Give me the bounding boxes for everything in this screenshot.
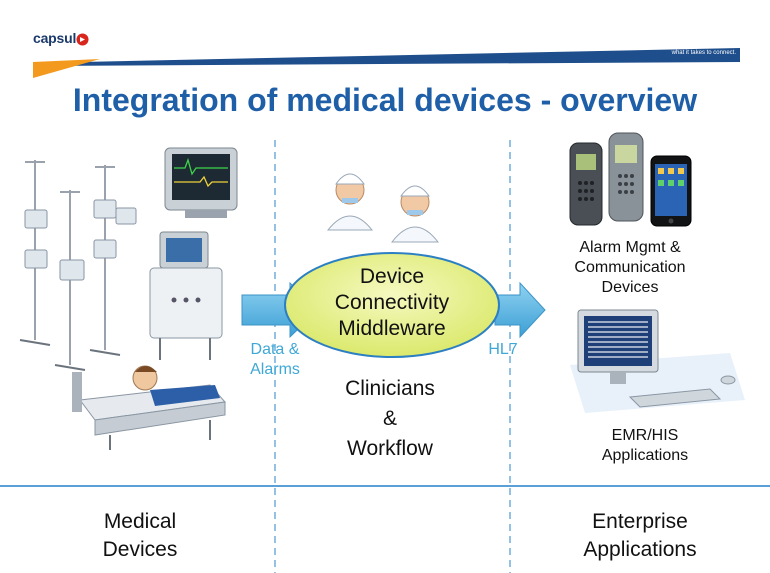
clinicians-line-1: Clinicians: [345, 377, 435, 400]
alarm-devices-line-3: Devices: [601, 279, 659, 296]
enterprise-applications-label: Enterprise Applications: [555, 508, 725, 564]
clinicians-line-2: &: [382, 407, 397, 430]
keyboard-icon: [628, 388, 722, 408]
emr-line-1: EMR/HIS: [611, 427, 679, 444]
medical-devices-illustration: [19, 147, 238, 450]
hospital-bed-icon: [72, 365, 226, 450]
emr-computer-illustration: [570, 309, 745, 413]
wireless-phone-icon: [608, 132, 644, 222]
computer-monitor-icon: [577, 309, 659, 384]
communication-devices-illustration: [569, 132, 692, 227]
mouse-icon: [720, 375, 736, 385]
medical-devices-line-2: Devices: [102, 538, 178, 561]
slide-title: Integration of medical devices - overvie…: [72, 82, 698, 118]
hl7-label: HL7: [488, 341, 518, 358]
clinicians-workflow-label: Clinicians & Workflow: [310, 374, 470, 464]
capsule-logo: capsul: [33, 30, 89, 46]
header-blue-band: [33, 48, 740, 66]
enterprise-line-2: Applications: [583, 538, 697, 561]
emr-label: EMR/HIS Applications: [565, 426, 725, 466]
header-orange-accent: [33, 59, 100, 78]
clinicians-line-3: Workflow: [347, 437, 433, 460]
data-alarms-line-2: Alarms: [250, 361, 300, 378]
logo-circle-icon: [76, 33, 89, 46]
mobile-phone-icon: [569, 142, 603, 226]
ventilator-icon: [149, 231, 223, 360]
iv-pole-icon: [89, 165, 137, 356]
middleware-label: Device Connectivity Middleware: [292, 264, 492, 342]
smartphone-icon: [650, 155, 692, 227]
clinician-icon: [390, 185, 440, 243]
patient-monitor-icon: [164, 147, 238, 218]
alarm-devices-line-2: Communication: [574, 259, 686, 276]
output-flow-arrow: [494, 281, 546, 339]
medical-devices-label: Medical Devices: [55, 508, 225, 564]
alarm-devices-line-1: Alarm Mgmt &: [579, 239, 681, 256]
emr-line-2: Applications: [601, 447, 689, 464]
medical-devices-line-1: Medical: [103, 510, 177, 533]
enterprise-line-1: Enterprise: [592, 510, 688, 533]
data-alarms-label: Data & Alarms: [240, 340, 310, 380]
header-tagline: what it takes to connect.: [671, 50, 736, 56]
middleware-line-1: Device: [359, 265, 425, 288]
iv-pole-icon: [54, 190, 86, 371]
middleware-ellipse: [284, 252, 500, 358]
logo-text: capsul: [33, 30, 77, 46]
middleware-line-2: Connectivity: [334, 291, 450, 314]
header-band: [33, 48, 740, 78]
alarm-devices-label: Alarm Mgmt & Communication Devices: [550, 238, 710, 298]
data-alarms-line-1: Data &: [250, 341, 300, 358]
middleware-line-3: Middleware: [338, 317, 446, 340]
iv-pole-icon: [19, 160, 51, 346]
clinician-icon: [326, 173, 374, 231]
clinicians-illustration: [326, 173, 440, 243]
